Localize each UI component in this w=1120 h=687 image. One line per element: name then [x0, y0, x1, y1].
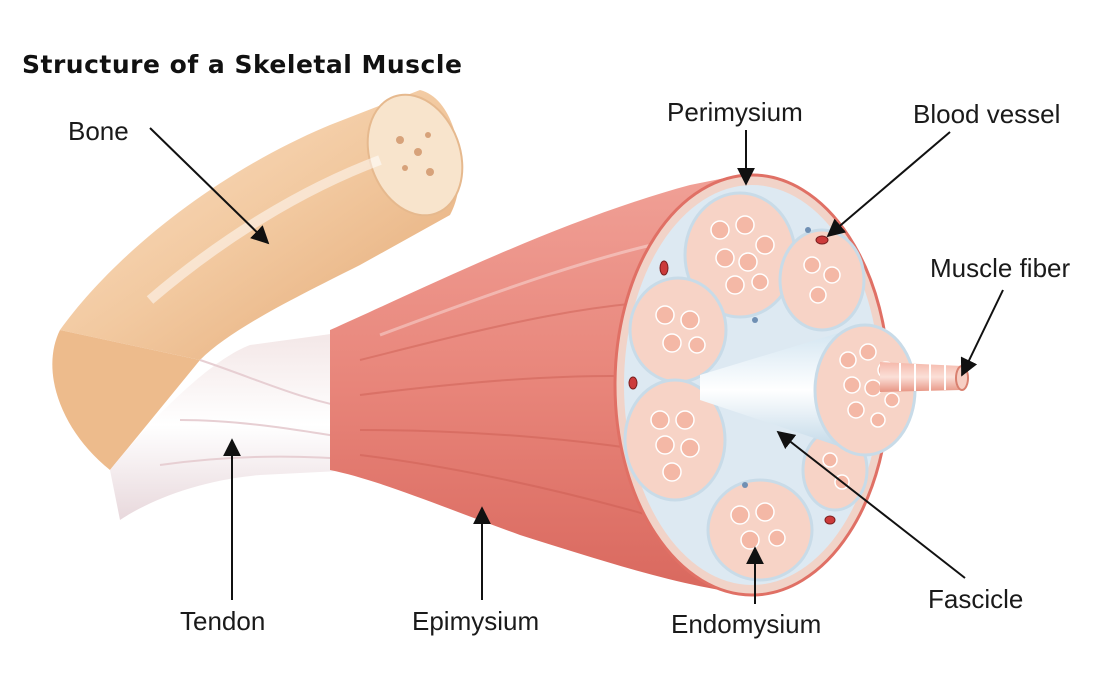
label-muscle-fiber: Muscle fiber — [930, 253, 1071, 283]
bone — [52, 90, 464, 470]
label-tendon: Tendon — [180, 606, 266, 636]
leader-lines — [149, 127, 1004, 604]
fiber-cells — [650, 215, 850, 550]
label-perimysium: Perimysium — [667, 97, 803, 127]
label-epimysium: Epimysium — [412, 606, 540, 636]
blood-vessel-leader — [826, 131, 951, 238]
label-blood-vessel: Blood vessel — [913, 99, 1061, 129]
label-endomysium: Endomysium — [671, 609, 822, 639]
diagram-title: Structure of a Skeletal Muscle — [22, 50, 463, 79]
bone-leader — [149, 127, 270, 245]
muscle-fiber — [880, 362, 969, 392]
label-fascicle: Fascicle — [928, 584, 1024, 614]
blood-vessels — [628, 235, 836, 525]
muscle-fiber-leader — [960, 289, 1004, 377]
fascicle-leader — [776, 430, 966, 579]
fascicle-cylinder — [700, 323, 917, 457]
label-bone: Bone — [68, 116, 129, 146]
